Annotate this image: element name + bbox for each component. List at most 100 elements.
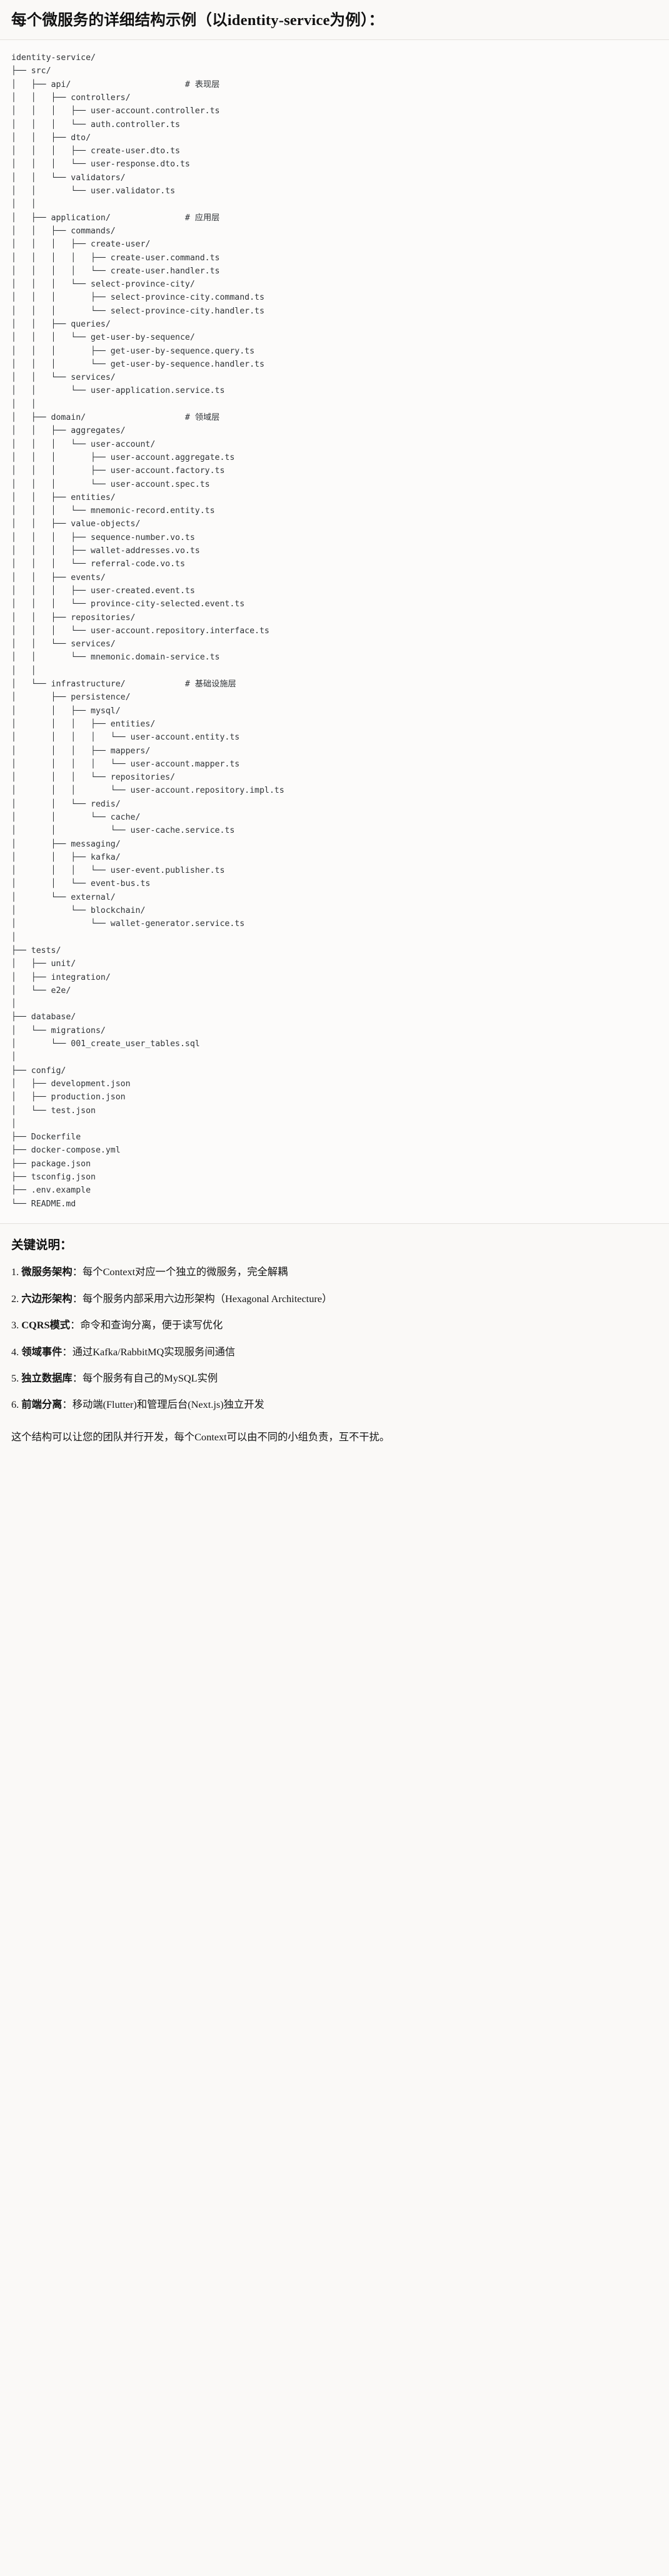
tree-node-label: blockchain/ bbox=[91, 906, 146, 916]
tree-row: └── README.md bbox=[11, 1199, 76, 1209]
tree-row: ├── database/ bbox=[11, 1012, 76, 1022]
tree-branch-glyph: │ │ │ └── bbox=[11, 599, 91, 609]
tree-branch-glyph: │ └── bbox=[11, 1039, 71, 1049]
tree-row: ├── src/ bbox=[11, 66, 51, 76]
tree-node-label: services/ bbox=[71, 373, 116, 383]
tree-branch-glyph: │ │ │ └── bbox=[11, 786, 131, 796]
key-note-term: CQRS模式 bbox=[21, 1319, 71, 1331]
tree-branch-glyph: └── bbox=[11, 1199, 31, 1209]
tree-node-label: identity-service/ bbox=[11, 53, 96, 63]
tree-node-label: commands/ bbox=[71, 226, 116, 236]
tree-branch-glyph: │ │ │ └── bbox=[11, 773, 111, 783]
tree-row: │ │ │ ├── entities/ bbox=[11, 720, 155, 729]
tree-row: │ │ ├── commands/ bbox=[11, 227, 116, 236]
tree-row: │ ├── production.json bbox=[11, 1092, 126, 1102]
tree-row: │ ├── api/ # 表现层 bbox=[11, 80, 219, 89]
tree-row: │ │ │ └── user-account/ bbox=[11, 440, 155, 449]
key-note-separator: ： bbox=[72, 1372, 83, 1384]
tree-node-label: mnemonic.domain-service.ts bbox=[91, 653, 220, 663]
tree-row: │ │ │ └── province-city-selected.event.t… bbox=[11, 599, 244, 609]
tree-row: │ │ │ └── select-province-city.handler.t… bbox=[11, 307, 264, 316]
tree-row: │ ├── messaging/ bbox=[11, 840, 121, 849]
tree-branch-glyph: │ │ └── bbox=[11, 826, 131, 836]
tree-node-label: README.md bbox=[31, 1199, 76, 1209]
tree-row: ├── package.json bbox=[11, 1159, 91, 1169]
tree-branch-glyph: │ │ │ ├── bbox=[11, 746, 111, 756]
tree-branch-glyph: │ │ └── bbox=[11, 812, 111, 822]
tree-row: │ │ │ ├── sequence-number.vo.ts bbox=[11, 533, 195, 542]
tree-row: │ └── infrastructure/ # 基础设施层 bbox=[11, 680, 236, 689]
tree-row: │ ├── integration/ bbox=[11, 973, 111, 982]
tree-node-label: create-user.handler.ts bbox=[110, 266, 220, 276]
tree-row: │ │ │ └── select-province-city/ bbox=[11, 280, 195, 289]
tree-row: │ │ ├── mysql/ bbox=[11, 706, 121, 716]
key-note-number: 6. bbox=[11, 1398, 22, 1411]
tree-row: │ │ ├── entities/ bbox=[11, 493, 116, 502]
tree-row: │ │ │ │ └── user-account.mapper.ts bbox=[11, 760, 239, 769]
tree-row: │ └── wallet-generator.service.ts bbox=[11, 919, 244, 929]
tree-node-label: wallet-addresses.vo.ts bbox=[91, 546, 200, 556]
tree-node-label: get-user-by-sequence/ bbox=[91, 333, 195, 343]
tree-branch-glyph: │ │ └── bbox=[11, 186, 91, 196]
tree-row: │ │ │ └── mnemonic-record.entity.ts bbox=[11, 506, 215, 516]
tree-node-label: value-objects/ bbox=[71, 519, 141, 529]
tree-branch-glyph: │ │ │ ├── bbox=[11, 240, 91, 250]
directory-tree-block: identity-service/ ├── src/ │ ├── api/ # … bbox=[0, 40, 669, 1224]
tree-node-label: mnemonic-record.entity.ts bbox=[91, 506, 215, 516]
key-note-term: 独立数据库 bbox=[21, 1372, 73, 1384]
tree-branch-glyph: │ bbox=[11, 932, 16, 942]
tree-node-label: controllers/ bbox=[71, 93, 131, 103]
tree-row: │ │ │ └── repositories/ bbox=[11, 773, 175, 782]
tree-row: │ └── blockchain/ bbox=[11, 906, 145, 915]
tree-node-label: sequence-number.vo.ts bbox=[91, 532, 195, 542]
tree-branch-glyph: │ │ └── bbox=[11, 879, 91, 889]
tree-node-label: create-user.dto.ts bbox=[91, 146, 180, 156]
tree-branch-glyph: │ bbox=[11, 1052, 16, 1062]
tree-branch-glyph: │ │ │ ├── bbox=[11, 586, 91, 596]
tree-row: │ │ ├── queries/ bbox=[11, 320, 111, 329]
tree-row: │ │ └── user.validator.ts bbox=[11, 186, 175, 196]
key-note-description: 每个服务有自己的MySQL实例 bbox=[83, 1372, 218, 1384]
tree-node-label: redis/ bbox=[91, 799, 121, 809]
tree-row: │ │ │ ├── create-user/ bbox=[11, 240, 150, 249]
tree-node-label: validators/ bbox=[71, 173, 126, 183]
key-note-description: 通过Kafka/RabbitMQ实现服务间通信 bbox=[72, 1345, 236, 1358]
tree-branch-glyph: │ └── bbox=[11, 1106, 51, 1116]
tree-row: │ │ │ └── get-user-by-sequence/ bbox=[11, 333, 195, 342]
tree-branch-glyph: │ │ ├── bbox=[11, 226, 71, 236]
tree-node-label: application/ bbox=[51, 213, 111, 223]
tree-branch-glyph: │ │ └── bbox=[11, 639, 71, 649]
tree-row: │ └── migrations/ bbox=[11, 1026, 106, 1036]
tree-branch-glyph: │ │ │ └── bbox=[11, 280, 91, 290]
tree-branch-glyph: │ │ │ ├── bbox=[11, 546, 91, 556]
tree-row: │ │ ├── aggregates/ bbox=[11, 426, 126, 435]
tree-node-label: external/ bbox=[71, 892, 116, 902]
tree-branch-glyph: │ │ │ ├── bbox=[11, 106, 91, 116]
tree-node-label: user-account.spec.ts bbox=[110, 479, 210, 489]
tree-branch-glyph: │ │ ├── bbox=[11, 573, 71, 583]
tree-row: │ │ │ ├── user-account.factory.ts bbox=[11, 466, 224, 476]
tree-branch-glyph: │ ├── bbox=[11, 693, 71, 703]
tree-node-label: user-account.factory.ts bbox=[110, 466, 225, 476]
tree-row: │ │ └── event-bus.ts bbox=[11, 879, 150, 888]
tree-branch-glyph: │ │ bbox=[11, 399, 36, 409]
tree-node-label: referral-code.vo.ts bbox=[91, 559, 185, 569]
tree-node-label: user-account.controller.ts bbox=[91, 106, 220, 116]
tree-row: │ │ │ ├── wallet-addresses.vo.ts bbox=[11, 546, 200, 556]
tree-node-label: development.json bbox=[51, 1079, 131, 1089]
tree-node-label: integration/ bbox=[51, 972, 111, 982]
tree-branch-glyph: │ │ │ └── bbox=[11, 439, 91, 449]
key-note-separator: ： bbox=[72, 1292, 83, 1305]
tree-row: │ bbox=[11, 933, 16, 942]
tree-branch-glyph: │ │ │ └── bbox=[11, 160, 91, 170]
tree-row: ├── docker-compose.yml bbox=[11, 1146, 121, 1155]
tree-branch-glyph: ├── bbox=[11, 66, 31, 76]
tree-branch-glyph: │ └── bbox=[11, 892, 71, 902]
tree-row: │ ├── persistence/ bbox=[11, 693, 131, 702]
tree-node-label: tsconfig.json bbox=[31, 1173, 96, 1182]
tree-row: │ │ └── cache/ bbox=[11, 813, 140, 822]
tree-branch-glyph: │ │ │ ├── bbox=[11, 532, 91, 542]
tree-node-label: persistence/ bbox=[71, 693, 131, 703]
tree-row: │ │ │ ├── mappers/ bbox=[11, 746, 150, 756]
